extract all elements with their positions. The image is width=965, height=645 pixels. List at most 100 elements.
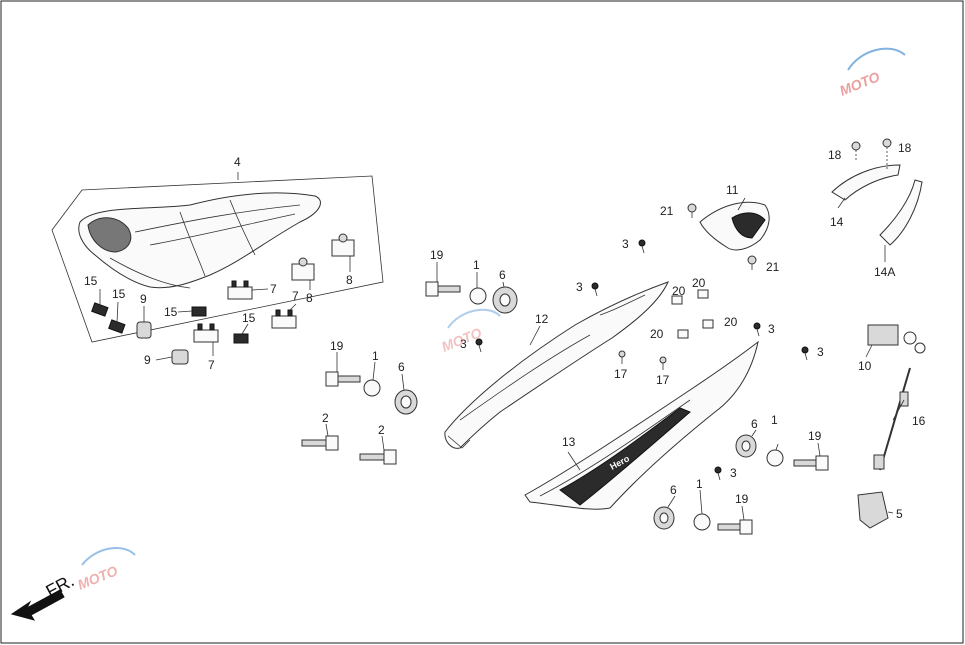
callout-5: 5	[896, 507, 903, 521]
callout-19: 19	[330, 339, 344, 353]
screw-3-b	[638, 239, 646, 254]
lock-body-5	[857, 491, 889, 529]
bolt-19-d	[717, 519, 753, 535]
callout-17: 17	[656, 373, 670, 387]
callout-7: 7	[208, 358, 215, 372]
callout-7: 7	[292, 289, 299, 303]
callout-3: 3	[768, 322, 775, 336]
callout-1: 1	[696, 477, 703, 491]
callout-1: 1	[473, 258, 480, 272]
nut-20-d	[702, 319, 714, 329]
callout-16: 16	[912, 414, 926, 428]
bolt-2-b	[359, 449, 397, 465]
callout-7: 7	[270, 282, 277, 296]
screw-3-f	[714, 466, 722, 481]
cable-16	[873, 367, 911, 471]
callout-8: 8	[306, 291, 313, 305]
collar-1-d	[693, 513, 711, 531]
rubber-9-b	[171, 349, 189, 365]
callout-10: 10	[858, 359, 872, 373]
callout-18: 18	[898, 141, 912, 155]
bracket-7-c	[271, 309, 297, 329]
bolt-19-c	[793, 455, 829, 471]
nut-20-c	[677, 329, 689, 339]
callout-12: 12	[535, 312, 549, 326]
screw-21-b	[747, 255, 757, 270]
callout-6: 6	[499, 268, 506, 282]
screw-17-b	[659, 356, 667, 370]
rubber-9-a	[136, 321, 152, 339]
callout-6: 6	[670, 483, 677, 497]
callout-4: 4	[234, 155, 241, 169]
callout-15: 15	[84, 274, 98, 288]
watermark-logo-icon: MOTO	[837, 47, 906, 99]
callout-15: 15	[112, 287, 126, 301]
bracket-7-b	[193, 323, 219, 343]
bolt-18-b	[882, 138, 892, 170]
grommet-6-b	[394, 389, 418, 415]
bolt-18-a	[851, 141, 861, 162]
clip-15-a	[91, 302, 109, 317]
nut-20-a	[671, 295, 683, 305]
callout-15: 15	[164, 305, 178, 319]
collar-1-a	[469, 287, 487, 305]
watermark-text: MOTO	[837, 68, 882, 99]
callout-2: 2	[378, 423, 385, 437]
callout-6: 6	[751, 417, 758, 431]
callout-6: 6	[398, 360, 405, 374]
callout-21: 21	[766, 260, 780, 274]
bracket-7-a	[227, 280, 253, 300]
callout-3: 3	[576, 280, 583, 294]
side-cover-13	[524, 340, 759, 510]
bolt-2-a	[301, 435, 339, 451]
callout-14A: 14A	[874, 265, 895, 279]
callout-3: 3	[817, 345, 824, 359]
seat-lock-10	[867, 324, 926, 354]
front-direction-arrow-icon	[10, 589, 65, 621]
screw-3-e	[801, 346, 809, 361]
leader-lines	[99, 197, 905, 521]
damper-8-b	[331, 233, 355, 257]
clip-15-c	[191, 306, 207, 317]
clip-15-d	[233, 333, 249, 344]
callout-19: 19	[808, 429, 822, 443]
callout-20: 20	[650, 327, 664, 341]
callout-14: 14	[830, 215, 844, 229]
watermark-text: MOTO	[75, 562, 120, 593]
callout-3: 3	[622, 237, 629, 251]
seat-part-4	[78, 192, 321, 289]
callout-18: 18	[828, 148, 842, 162]
grab-rail-14A	[879, 179, 923, 246]
damper-8-a	[291, 257, 315, 281]
callout-3: 3	[460, 337, 467, 351]
watermark-logo-icon: MOTO	[75, 547, 136, 593]
callout-8: 8	[346, 273, 353, 287]
screw-3-c	[475, 338, 483, 353]
screw-3-a	[591, 282, 599, 297]
watermark-logo-icon: MOTO	[439, 308, 501, 355]
callout-13: 13	[562, 435, 576, 449]
grommet-6-d	[653, 506, 675, 530]
callout-19: 19	[735, 492, 749, 506]
bolt-19-a	[425, 281, 461, 297]
collar-1-b	[363, 379, 381, 397]
callout-11: 11	[726, 183, 739, 197]
collar-1-c	[766, 449, 784, 467]
callout-9: 9	[144, 353, 151, 367]
callout-20: 20	[692, 276, 706, 290]
callout-9: 9	[140, 292, 147, 306]
grab-rail-14	[831, 164, 901, 201]
callout-15: 15	[242, 311, 256, 325]
callout-1: 1	[372, 349, 379, 363]
callout-20: 20	[672, 284, 686, 298]
grommet-6-a	[492, 286, 518, 314]
callout-21: 21	[660, 204, 674, 218]
callout-1: 1	[771, 413, 778, 427]
callout-20: 20	[724, 315, 738, 329]
seat-group-boundary	[51, 175, 384, 343]
side-cover-12	[444, 281, 669, 449]
callout-3: 3	[730, 466, 737, 480]
